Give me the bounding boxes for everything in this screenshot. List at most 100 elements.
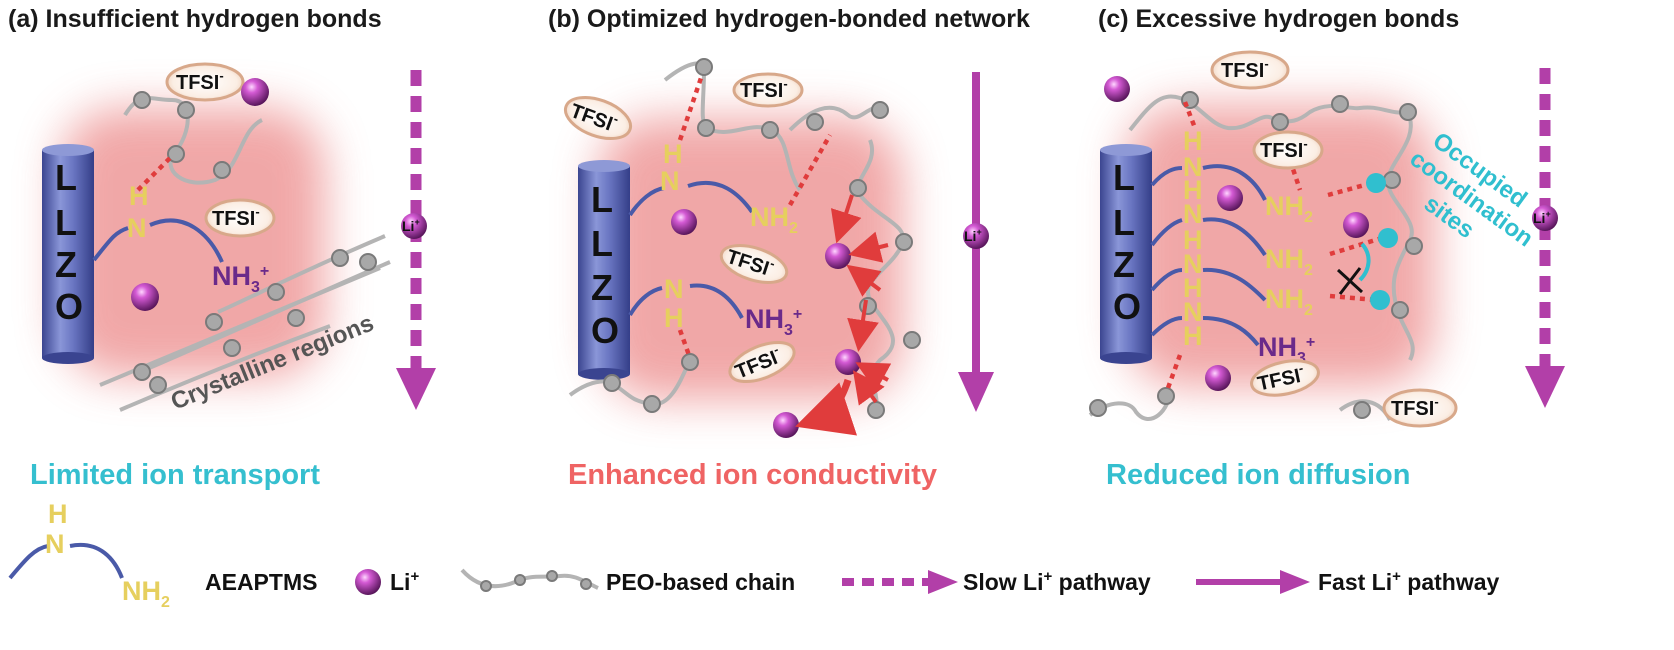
pink-glow — [60, 108, 325, 378]
svg-text:O: O — [1113, 286, 1141, 327]
svg-text:Li+: Li+ — [402, 217, 420, 234]
svg-text:Li+: Li+ — [964, 227, 982, 244]
svg-text:NH2: NH2 — [1265, 284, 1313, 319]
li-ion — [1343, 212, 1369, 238]
li-ion — [241, 78, 269, 106]
svg-text:H: H — [663, 139, 683, 169]
svg-text:TFSI-: TFSI- — [1221, 56, 1269, 82]
li-ion — [773, 412, 799, 438]
svg-text:Z: Z — [1113, 244, 1135, 285]
panel-a: L L Z O Crystalline regions H N NH3+ TF — [30, 62, 436, 491]
svg-text:Li+: Li+ — [1533, 209, 1551, 226]
svg-text:L: L — [1113, 157, 1135, 198]
svg-text:TFSI-: TFSI- — [176, 68, 224, 94]
legend-slow: Slow Li+ pathway — [842, 568, 1151, 595]
tfsi-anion: TFSI- — [204, 198, 276, 238]
svg-text:N: N — [664, 274, 684, 304]
svg-text:N: N — [45, 529, 65, 559]
nh-column: H N H N H N H N H — [1183, 126, 1203, 351]
panel-a-caption: Limited ion transport — [30, 459, 320, 491]
svg-text:H: H — [1183, 175, 1203, 205]
svg-text:PEO-based chain: PEO-based chain — [606, 569, 795, 595]
n-atom: N — [127, 213, 147, 243]
aeaptms-linker — [92, 226, 129, 262]
svg-text:N: N — [1183, 297, 1203, 327]
legend-li: Li+ — [355, 568, 419, 595]
li-ion — [671, 209, 697, 235]
panel-c: L L Z O H N H N H N H N H — [1088, 50, 1565, 491]
svg-text:L: L — [591, 223, 613, 264]
panel-c-caption: Reduced ion diffusion — [1106, 459, 1411, 491]
svg-text:NH3+: NH3+ — [745, 304, 802, 339]
svg-text:NH2: NH2 — [1265, 244, 1313, 279]
svg-text:TFSI-: TFSI- — [740, 76, 788, 102]
svg-text:AEAPTMS: AEAPTMS — [205, 569, 317, 595]
blocked-mark — [1336, 267, 1364, 295]
li-ion — [825, 243, 851, 269]
llzo-cylinder: L L Z O — [578, 160, 630, 380]
svg-text:N: N — [1183, 249, 1203, 279]
svg-text:L: L — [55, 202, 77, 243]
svg-text:NH2: NH2 — [122, 576, 170, 611]
svg-text:H: H — [1183, 126, 1203, 156]
svg-text:O: O — [591, 310, 619, 351]
li-ion — [401, 213, 427, 239]
svg-text:H: H — [664, 303, 684, 333]
li-ion — [1532, 205, 1558, 231]
legend-aeaptms: H N NH2 AEAPTMS — [8, 499, 317, 611]
svg-text:N: N — [660, 166, 680, 196]
svg-text:Slow Li+ pathway: Slow Li+ pathway — [963, 568, 1151, 595]
svg-text:H: H — [48, 499, 68, 529]
tfsi-anion: TFSI- — [165, 62, 245, 102]
llzo-cylinder: L L Z O — [42, 144, 94, 364]
panel-c-title: (c) Excessive hydrogen bonds — [1098, 5, 1459, 33]
svg-text:H: H — [1183, 225, 1203, 255]
panel-a-title: (a) Insufficient hydrogen bonds — [8, 5, 382, 33]
tfsi-anion: TFSI- — [719, 244, 789, 284]
panel-b-caption: Enhanced ion conductivity — [568, 459, 937, 491]
tfsi-anion: TFSI- — [563, 95, 633, 141]
llzo-cylinder: L L Z O — [1100, 144, 1152, 364]
svg-text:L: L — [1113, 202, 1135, 243]
svg-text:Li+: Li+ — [390, 568, 419, 595]
svg-text:H: H — [1183, 321, 1203, 351]
li-ion — [835, 349, 861, 375]
svg-text:Z: Z — [55, 244, 77, 285]
tfsi-anion: TFSI- — [1382, 388, 1458, 428]
svg-text:H: H — [1183, 273, 1203, 303]
svg-text:N: N — [1183, 152, 1203, 182]
legend-fast: Fast Li+ pathway — [1196, 568, 1500, 595]
ammonium-label: NH3+ — [212, 261, 269, 296]
svg-text:O: O — [55, 286, 83, 327]
svg-text:Z: Z — [591, 267, 613, 308]
legend-peo: PEO-based chain — [460, 568, 795, 595]
svg-text:TFSI-: TFSI- — [1391, 394, 1439, 420]
tfsi-anion: TFSI- — [1210, 50, 1290, 90]
tfsi-anion: TFSI- — [1250, 359, 1320, 397]
li-ion — [963, 223, 989, 249]
li-ion — [1205, 365, 1231, 391]
hopping-arrows — [795, 194, 892, 436]
svg-text:NH2: NH2 — [750, 202, 798, 237]
crystalline-chains — [99, 234, 391, 412]
svg-text:L: L — [591, 179, 613, 220]
svg-text:NH2: NH2 — [1265, 191, 1313, 226]
occupied-site — [1366, 173, 1386, 193]
svg-text:N: N — [1183, 199, 1203, 229]
occupied-site — [1370, 290, 1390, 310]
svg-text:NH3+: NH3+ — [1258, 332, 1315, 367]
occupied-site — [1378, 228, 1398, 248]
tfsi-anion: TFSI- — [732, 72, 804, 108]
svg-text:L: L — [55, 157, 77, 198]
legend: H N NH2 AEAPTMS Li+ PEO-based chain Slow… — [8, 499, 1500, 611]
pink-glow — [1125, 105, 1435, 387]
li-ion — [131, 283, 159, 311]
svg-text:Fast Li+ pathway: Fast Li+ pathway — [1318, 568, 1500, 595]
svg-text:TFSI-: TFSI- — [1260, 136, 1308, 162]
svg-text:TFSI-: TFSI- — [212, 204, 260, 230]
h-atom: H — [129, 181, 149, 211]
li-ion — [1104, 76, 1130, 102]
li-ion — [1217, 185, 1243, 211]
tfsi-anion: TFSI- — [1252, 130, 1324, 170]
